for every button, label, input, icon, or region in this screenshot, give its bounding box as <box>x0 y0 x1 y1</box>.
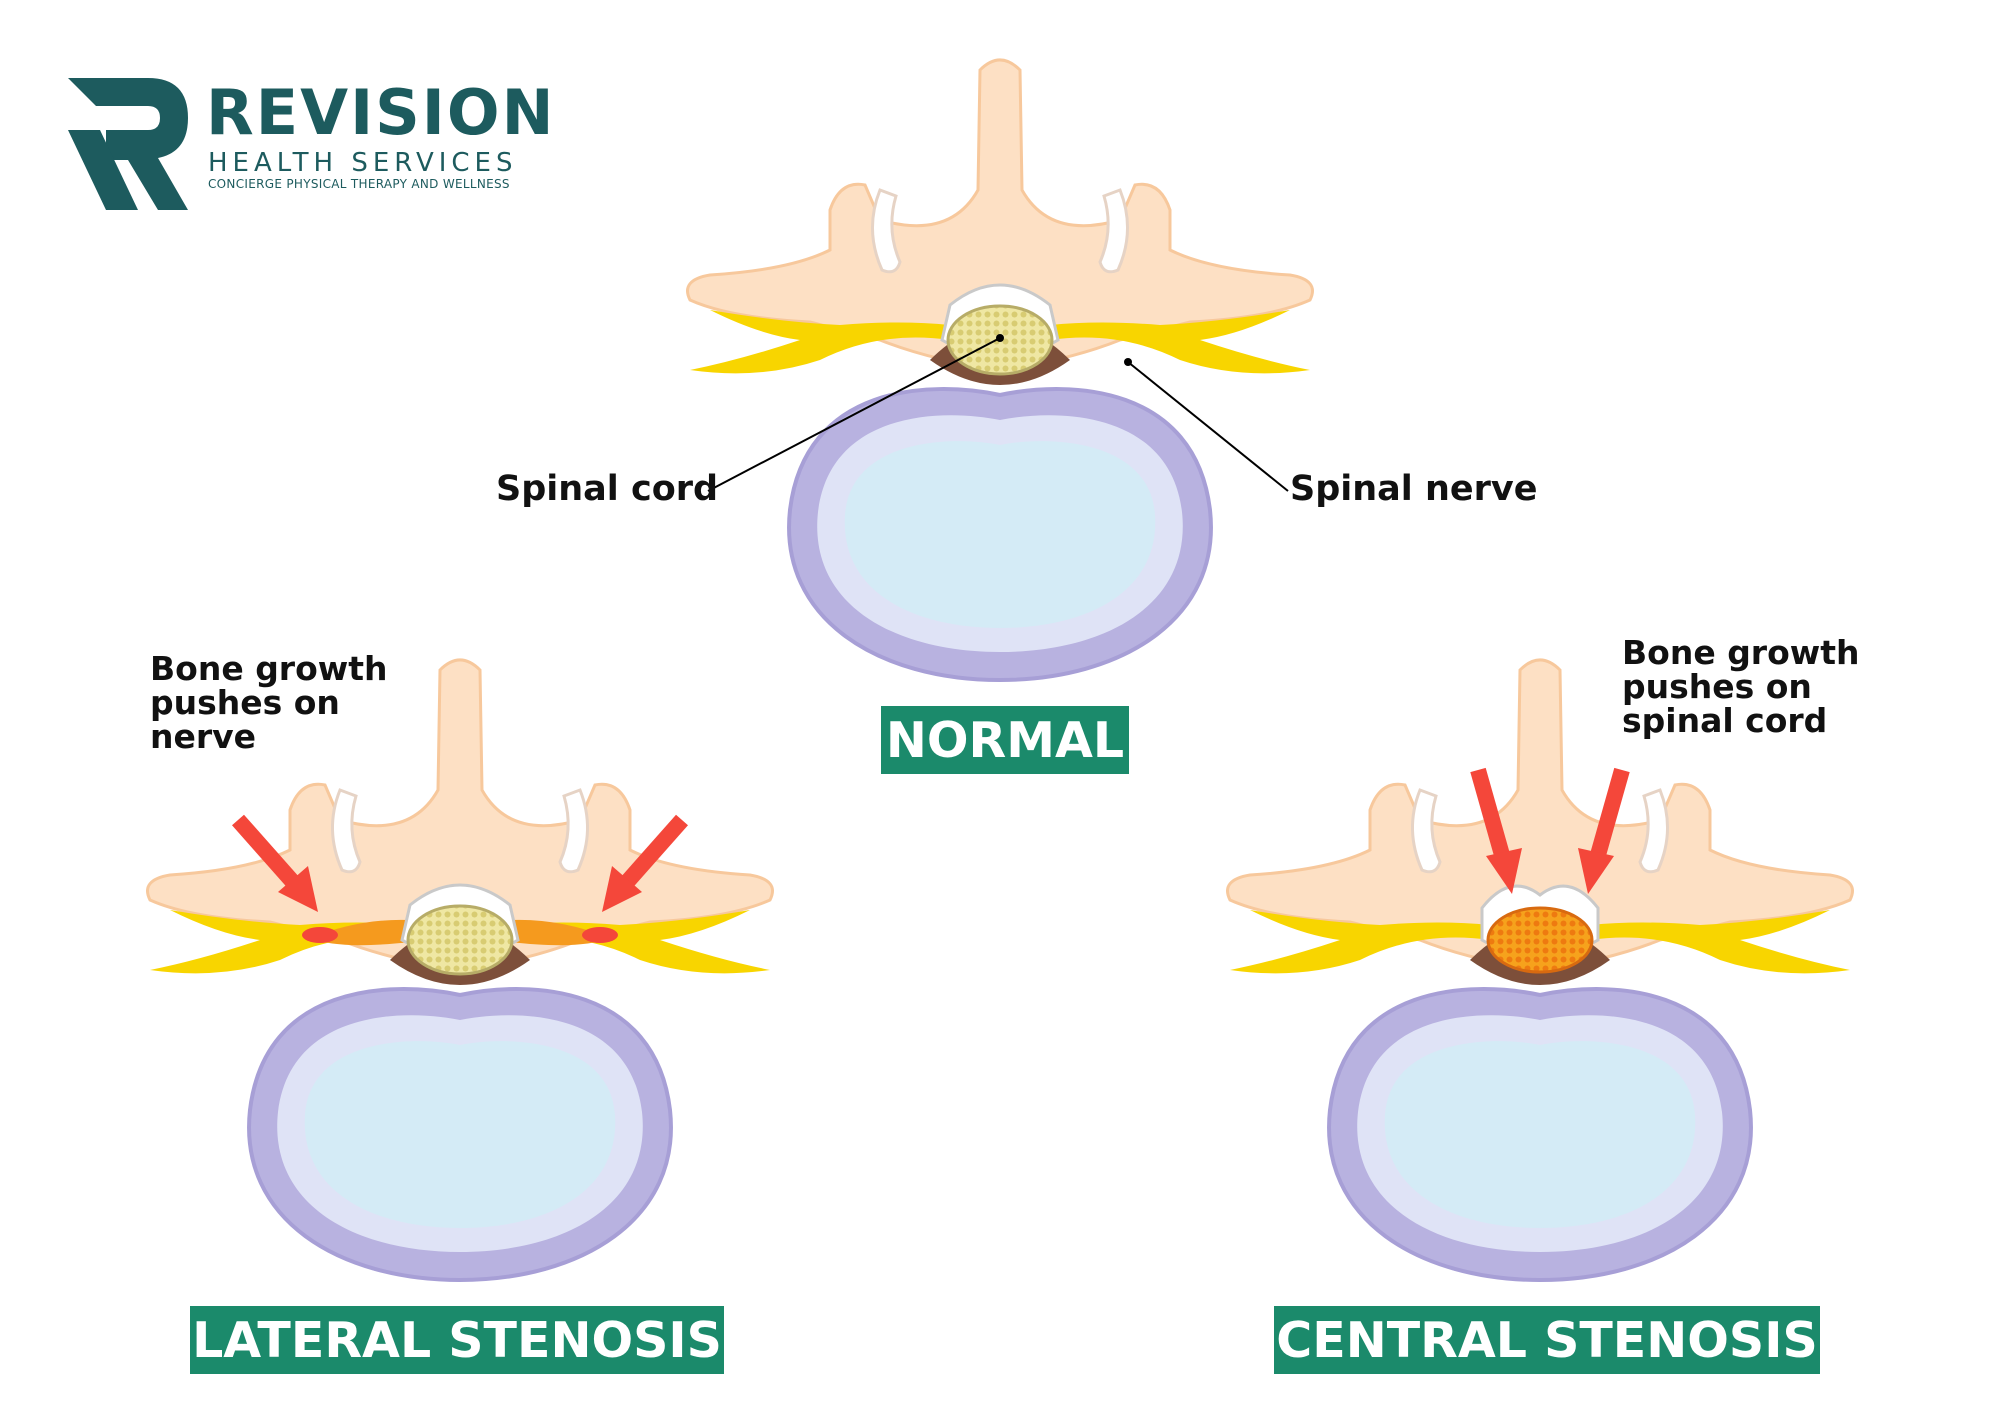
central-note-line-3: spinal cord <box>1622 701 1828 740</box>
lateral-note-line-3: nerve <box>150 717 257 756</box>
lateral-note-line-1: Bone growth <box>150 649 388 688</box>
revision-r-logo-icon <box>68 78 188 210</box>
spinal-cord-label: Spinal cord <box>496 469 719 509</box>
arrow-left <box>232 814 318 912</box>
lateral-note-line-2: pushes on <box>150 683 340 722</box>
vertebral-body <box>1327 987 1753 1283</box>
central-note-line-2: pushes on <box>1622 667 1812 706</box>
brand-name: REVISION <box>206 76 556 149</box>
caption-normal: NORMAL <box>881 706 1129 774</box>
caption-central: CENTRAL STENOSIS <box>1274 1306 1820 1374</box>
spinal-nerves <box>690 310 1310 374</box>
spinal-nerve-leader <box>1127 361 1289 492</box>
spinal-cord-leader <box>707 337 1001 492</box>
compressed-spinal-cord <box>1480 884 1600 974</box>
spinal-nerve-point <box>1124 358 1132 366</box>
central-stenosis-vertebra <box>1226 658 1854 1283</box>
caption-lateral: LATERAL STENOSIS <box>190 1306 724 1374</box>
logo: REVISION HEALTH SERVICES CONCIERGE PHYSI… <box>66 70 586 220</box>
spinal-nerves <box>1230 910 1850 974</box>
lateral-stenosis-vertebra <box>146 658 774 1283</box>
lateral-note: Bone growth pushes on nerve <box>150 652 388 754</box>
spinal-nerve-label: Spinal nerve <box>1290 469 1538 509</box>
brand-subtitle: HEALTH SERVICES <box>208 148 518 178</box>
brand-tagline: CONCIERGE PHYSICAL THERAPY AND WELLNESS <box>208 177 510 191</box>
vertebral-body <box>247 987 673 1283</box>
posterior-arch <box>1226 658 1854 972</box>
arrow-right <box>602 814 688 912</box>
central-note-line-1: Bone growth <box>1622 633 1860 672</box>
spinal-cord-point <box>996 334 1004 342</box>
spinal-cord <box>400 883 520 976</box>
compressed-nerves <box>150 910 770 974</box>
vertebral-body <box>787 387 1213 683</box>
central-note: Bone growth pushes on spinal cord <box>1622 636 1860 738</box>
arrow-right <box>1578 767 1630 894</box>
normal-vertebra <box>686 58 1314 683</box>
arrow-left <box>1470 767 1522 894</box>
